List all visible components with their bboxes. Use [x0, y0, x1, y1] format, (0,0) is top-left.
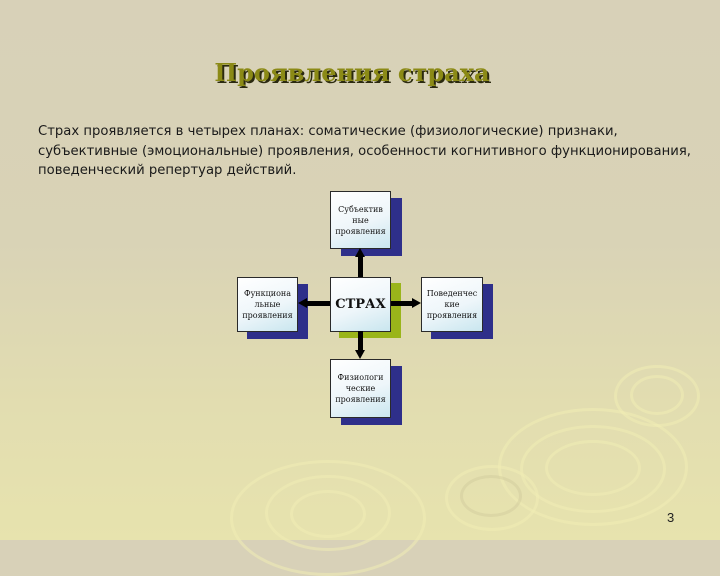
node-label-line: ческие: [345, 384, 376, 393]
slide-title: Проявления страха: [214, 58, 490, 87]
node-label-line: ные: [352, 215, 369, 225]
node-label-line: Функциона: [243, 289, 292, 298]
ripple-decoration: [445, 465, 539, 531]
node-subjective: Субъектив ные проявления: [330, 191, 391, 249]
node-label-line: проявления: [335, 395, 386, 404]
node-label-line: Физиологи: [337, 373, 384, 382]
arrow-up-line: [358, 256, 363, 277]
page-number: 3: [667, 510, 675, 525]
arrow-down-line: [358, 331, 363, 351]
node-label-line: проявления: [242, 311, 293, 320]
body-line: субъективные (эмоциональные) проявления,…: [38, 143, 691, 159]
node-label-line: проявления: [426, 311, 478, 320]
arrow-right-line: [391, 301, 413, 306]
arrow-down-head: [355, 350, 365, 359]
arrow-left-head: [298, 298, 307, 308]
node-label-line: кие: [444, 300, 460, 309]
ripple-decoration: [230, 460, 426, 576]
center-label: СТРАХ: [335, 297, 386, 312]
node-label-line: льные: [254, 300, 281, 309]
node-fear-center: СТРАХ: [330, 277, 391, 332]
node-label-line: Поведенчес: [426, 289, 478, 298]
arrow-right-head: [412, 298, 421, 308]
node-behavioral: Поведенчес кие проявления: [421, 277, 483, 332]
node-physiological: Физиологи ческие проявления: [330, 359, 391, 418]
node-label-line: проявления: [335, 226, 386, 236]
slide-body-text: Страх проявляется в четырех планах: сома…: [38, 122, 691, 181]
node-functional: Функциона льные проявления: [237, 277, 298, 332]
node-label-line: Субъектив: [338, 204, 383, 214]
body-line: Страх проявляется в четырех планах: сома…: [38, 124, 618, 139]
body-line: поведенческий репертуар действий.: [38, 163, 297, 178]
arrow-up-head: [355, 248, 365, 257]
arrow-left-line: [306, 301, 330, 306]
